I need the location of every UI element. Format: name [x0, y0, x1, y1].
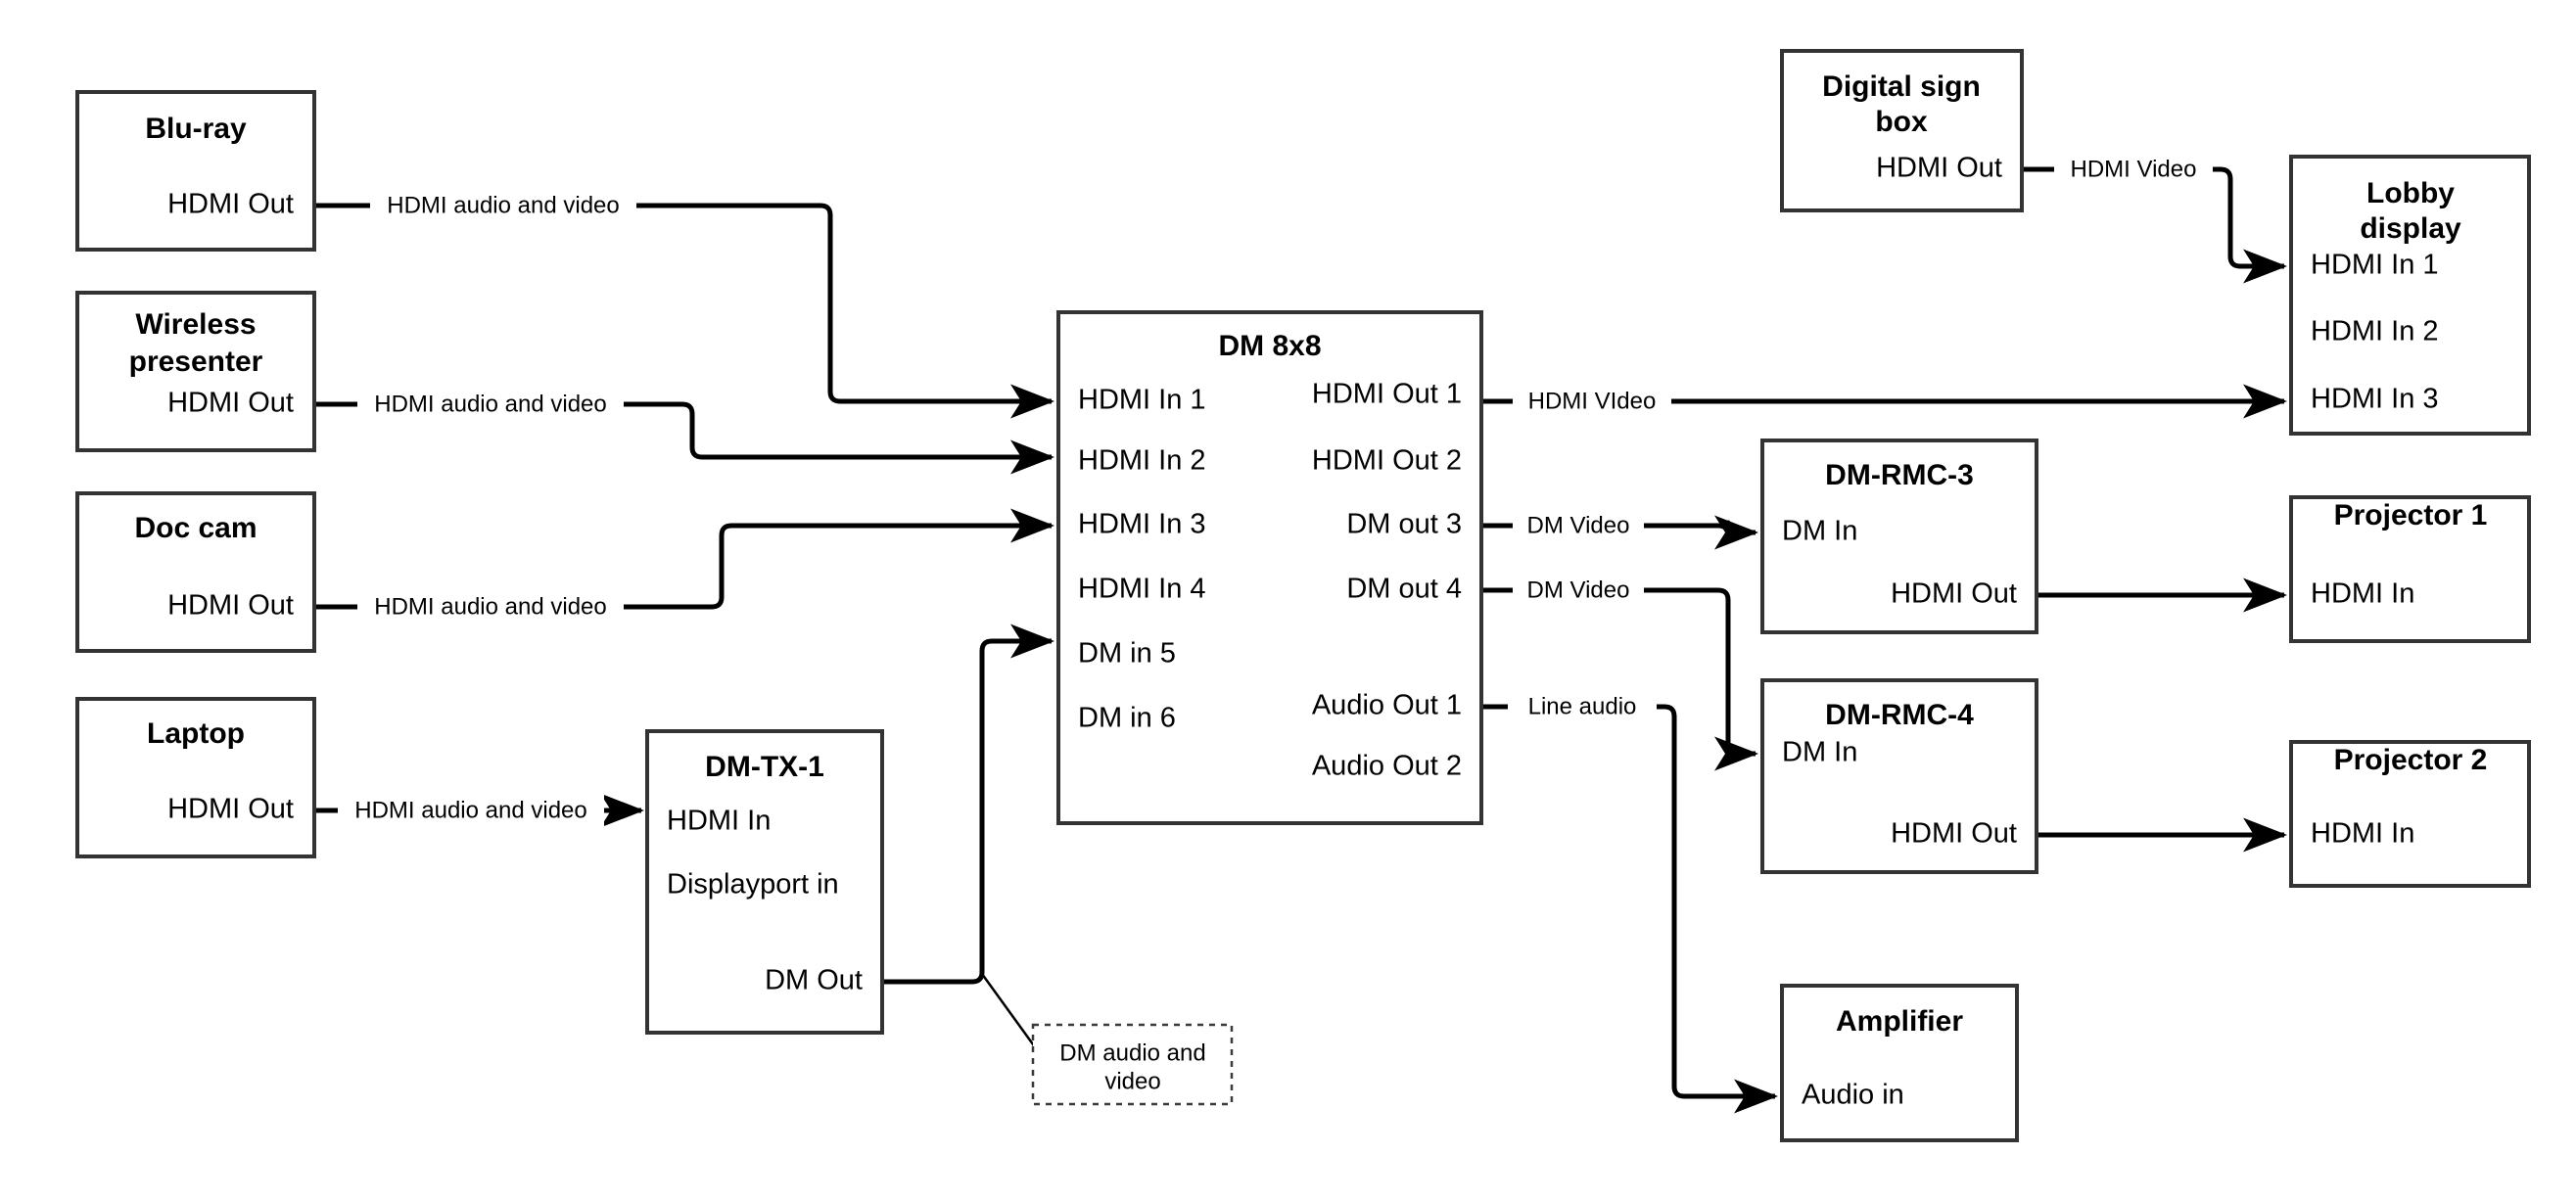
link-label-wireless: HDMI audio and video: [374, 391, 606, 417]
bluray-box[interactable]: [75, 90, 316, 252]
doc-cam-port-hdmi-out[interactable]: HDMI Out: [167, 590, 294, 622]
node-dm-tx-1[interactable]: DM-TX-1 HDMI In Displayport in DM Out: [645, 729, 884, 1035]
dm-8x8-port-hdmi-out-2[interactable]: HDMI Out 2: [1312, 445, 1462, 477]
dm-8x8-port-hdmi-in-2[interactable]: HDMI In 2: [1078, 445, 1206, 477]
dm-8x8-port-hdmi-out-1[interactable]: HDMI Out 1: [1312, 379, 1462, 410]
node-dm-rmc-4[interactable]: DM-RMC-4 DM In HDMI Out: [1760, 678, 2038, 874]
link-bluray-to-dm8x8: HDMI audio and video: [314, 188, 1055, 419]
lobby-display-port-hdmi-in-3[interactable]: HDMI In 3: [2311, 384, 2439, 415]
link-label-dm-video-4: DM Video: [1527, 577, 1630, 603]
dm-tx-1-port-dm-out[interactable]: DM Out: [765, 965, 863, 996]
projector-2-box[interactable]: [2289, 740, 2531, 888]
dm-8x8-port-hdmi-in-1[interactable]: HDMI In 1: [1078, 385, 1206, 416]
link-label-dm-video-3: DM Video: [1527, 512, 1630, 538]
doc-cam-box[interactable]: [75, 491, 316, 653]
dm-tx-1-box[interactable]: [645, 729, 884, 1035]
node-projector-1[interactable]: Projector 1 HDMI In: [2289, 495, 2531, 643]
lobby-display-title-line2: display: [2360, 212, 2461, 245]
node-lobby-display[interactable]: Lobby display HDMI In 1 HDMI In 2 HDMI I…: [2289, 155, 2531, 436]
dm-8x8-box[interactable]: [1056, 310, 1483, 825]
laptop-box[interactable]: [75, 697, 316, 858]
node-bluray[interactable]: Blu-ray HDMI Out: [75, 90, 316, 252]
node-wireless-presenter[interactable]: Wireless presenter HDMI Out: [75, 291, 316, 452]
dm-8x8-port-dm-out-4[interactable]: DM out 4: [1346, 574, 1462, 605]
link-wireless-to-dm8x8: HDMI audio and video: [314, 387, 1055, 475]
projector-1-port-hdmi-in[interactable]: HDMI In: [2311, 578, 2414, 610]
callout-leader-line: [980, 973, 1043, 1056]
dm-rmc-3-box[interactable]: [1760, 439, 2038, 634]
link-dm8x8-to-rmc4: DM Video: [1481, 573, 1759, 771]
link-label-line-audio: Line audio: [1528, 693, 1637, 719]
digital-sign-box-title-line2: box: [1875, 106, 1928, 138]
bluray-title: Blu-ray: [145, 113, 247, 145]
laptop-port-hdmi-out[interactable]: HDMI Out: [167, 794, 294, 825]
lobby-display-title-line1: Lobby: [2366, 177, 2455, 209]
link-label-hdmi-video-sign: HDMI Video: [2071, 156, 2197, 182]
doc-cam-title: Doc cam: [134, 512, 257, 544]
dm-rmc-4-port-hdmi-out[interactable]: HDMI Out: [1891, 818, 2017, 850]
dm-8x8-port-dm-in-5[interactable]: DM in 5: [1078, 638, 1176, 670]
projector-1-title: Projector 1: [2334, 499, 2488, 531]
link-label-laptop: HDMI audio and video: [354, 797, 586, 823]
node-doc-cam[interactable]: Doc cam HDMI Out: [75, 491, 316, 653]
link-dm8x8-to-lobby: HDMI VIdeo: [1481, 384, 2288, 419]
digital-sign-box-box[interactable]: [1780, 49, 2024, 212]
link-dm8x8-to-rmc3: DM Video: [1481, 508, 1759, 550]
dm-rmc-3-port-hdmi-out[interactable]: HDMI Out: [1891, 578, 2017, 610]
dm-audio-video-callout-line2: video: [1104, 1068, 1160, 1094]
callout-dm-audio-and-video: DM audio and video: [1031, 1023, 1234, 1106]
dm-8x8-port-hdmi-in-4[interactable]: HDMI In 4: [1078, 574, 1206, 605]
dm-rmc-3-port-dm-in[interactable]: DM In: [1782, 516, 1857, 547]
dm-8x8-port-audio-out-1[interactable]: Audio Out 1: [1312, 690, 1462, 721]
link-label-doccam: HDMI audio and video: [374, 593, 606, 620]
dm-8x8-port-dm-out-3[interactable]: DM out 3: [1346, 509, 1462, 540]
dm-8x8-port-dm-in-6[interactable]: DM in 6: [1078, 703, 1176, 734]
dm-tx-1-title: DM-TX-1: [705, 751, 824, 783]
bluray-port-hdmi-out[interactable]: HDMI Out: [167, 189, 294, 220]
dm-audio-video-callout-box: [1031, 1023, 1234, 1106]
wireless-presenter-box[interactable]: [75, 291, 316, 452]
node-projector-2[interactable]: Projector 2 HDMI In: [2289, 740, 2531, 888]
dm-tx-1-port-displayport-in[interactable]: Displayport in: [667, 869, 839, 901]
wireless-presenter-port-hdmi-out[interactable]: HDMI Out: [167, 388, 294, 419]
amplifier-title: Amplifier: [1836, 1005, 1963, 1038]
link-label-hdmi-video-out1: HDMI VIdeo: [1528, 388, 1657, 414]
dm-rmc-4-title: DM-RMC-4: [1825, 699, 1974, 731]
dm-8x8-title: DM 8x8: [1218, 330, 1321, 362]
dm-8x8-port-audio-out-2[interactable]: Audio Out 2: [1312, 751, 1462, 782]
link-label-bluray: HDMI audio and video: [387, 192, 619, 218]
dm-audio-video-callout-line1: DM audio and: [1059, 1039, 1205, 1066]
amplifier-port-audio-in[interactable]: Audio in: [1802, 1080, 1904, 1111]
amplifier-box[interactable]: [1780, 984, 2019, 1142]
dm-tx-1-port-hdmi-in[interactable]: HDMI In: [667, 806, 771, 837]
node-dm-8x8[interactable]: DM 8x8 HDMI In 1 HDMI In 2 HDMI In 3 HDM…: [1056, 310, 1483, 825]
dm-rmc-4-port-dm-in[interactable]: DM In: [1782, 737, 1857, 768]
wireless-presenter-title-line1: Wireless: [135, 308, 256, 341]
node-laptop[interactable]: Laptop HDMI Out: [75, 697, 316, 858]
node-digital-sign-box[interactable]: Digital sign box HDMI Out: [1780, 49, 2024, 212]
laptop-title: Laptop: [147, 717, 245, 750]
link-doccam-to-dm8x8: HDMI audio and video: [314, 508, 1055, 624]
link-laptop-to-dmtx1: HDMI audio and video: [314, 793, 645, 828]
digital-sign-box-port-hdmi-out[interactable]: HDMI Out: [1876, 153, 2002, 184]
link-dmtx1-to-dm8x8: [882, 624, 1055, 985]
lobby-display-box[interactable]: [2289, 155, 2531, 436]
node-amplifier[interactable]: Amplifier Audio in: [1780, 984, 2019, 1142]
projector-1-box[interactable]: [2289, 495, 2531, 643]
dm-rmc-4-box[interactable]: [1760, 678, 2038, 874]
lobby-display-port-hdmi-in-2[interactable]: HDMI In 2: [2311, 316, 2439, 347]
node-dm-rmc-3[interactable]: DM-RMC-3 DM In HDMI Out: [1760, 439, 2038, 634]
dm-rmc-3-title: DM-RMC-3: [1825, 459, 1974, 491]
link-dm8x8-to-amplifier: Line audio: [1481, 689, 1779, 1114]
wireless-presenter-title-line2: presenter: [129, 346, 263, 378]
projector-2-port-hdmi-in[interactable]: HDMI In: [2311, 818, 2414, 850]
dm-8x8-port-hdmi-in-3[interactable]: HDMI In 3: [1078, 509, 1206, 540]
digital-sign-box-title-line1: Digital sign: [1822, 70, 1981, 103]
lobby-display-port-hdmi-in-1[interactable]: HDMI In 1: [2311, 250, 2439, 281]
projector-2-title: Projector 2: [2334, 744, 2488, 776]
link-signbox-to-lobby: HDMI Video: [2022, 152, 2288, 284]
